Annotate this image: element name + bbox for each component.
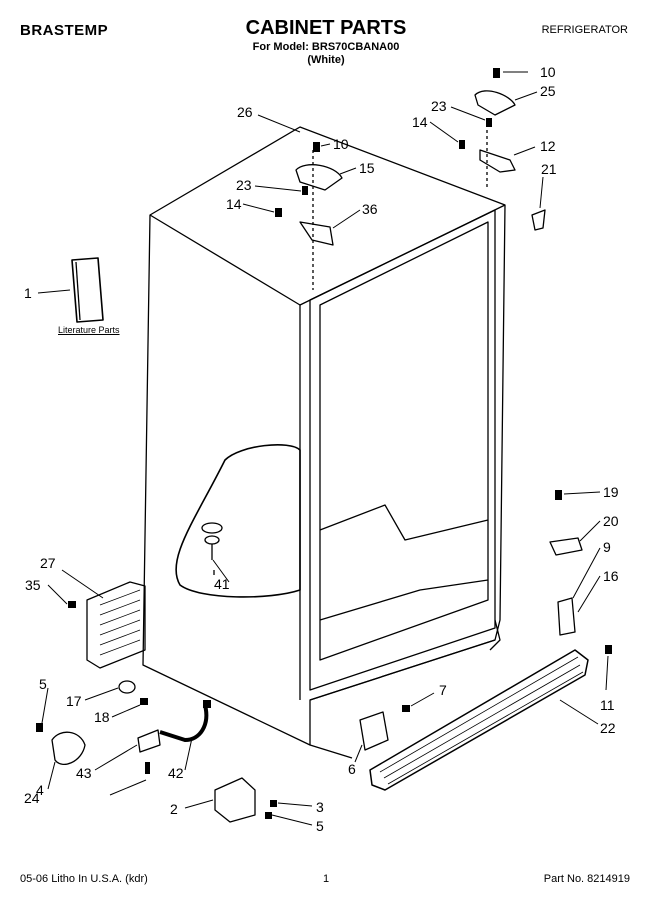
bracket-9	[557, 597, 576, 636]
cabinet-outline	[142, 126, 506, 746]
footer-page-number: 1	[323, 873, 330, 885]
callout-35: 35	[25, 577, 41, 593]
callout-14a: 14	[412, 114, 428, 130]
callout-3: 3	[316, 799, 324, 815]
category-label: REFRIGERATOR	[541, 24, 628, 36]
callout-36: 36	[362, 201, 378, 217]
callout-41: 41	[214, 576, 230, 592]
callout-6: 6	[348, 761, 356, 777]
rear-grille	[86, 581, 146, 669]
hinge-cover-left	[295, 164, 343, 191]
cabinet-top-edge	[149, 204, 506, 306]
callout-1: 1	[24, 285, 32, 301]
bracket-20	[549, 537, 583, 556]
callout-11: 11	[600, 697, 615, 713]
callout-24: 24	[24, 790, 40, 806]
brand-logo: BRASTEMP	[20, 22, 109, 39]
cabinet-front-opening	[309, 209, 496, 691]
callout-16: 16	[603, 568, 619, 584]
callout-9: 9	[603, 539, 611, 555]
callout-5a: 5	[39, 676, 47, 692]
callout-5b: 5	[316, 818, 324, 834]
color-line: (White)	[307, 54, 345, 66]
page-title: CABINET PARTS	[245, 17, 407, 39]
hinge-cover-right	[474, 90, 516, 116]
cutaway-panel	[175, 444, 301, 598]
callout-27: 27	[40, 555, 56, 571]
callout-23a: 23	[431, 98, 447, 114]
callout-43: 43	[76, 765, 92, 781]
callout-18: 18	[94, 709, 110, 725]
callout-25: 25	[540, 83, 556, 99]
model-line: For Model: BRS70CBANA00	[252, 41, 400, 53]
callout-15: 15	[359, 160, 375, 176]
footer-part-number: Part No. 8214919	[543, 873, 630, 885]
callout-12: 12	[540, 138, 556, 154]
screw-10a	[493, 68, 500, 78]
hinge-left	[299, 221, 334, 246]
callout-4: 4	[36, 782, 44, 798]
callout-10a: 10	[540, 64, 556, 80]
callout-19: 19	[603, 484, 619, 500]
callout-7: 7	[439, 682, 447, 698]
callout-2: 2	[170, 801, 178, 817]
literature-parts-link[interactable]: Literature Parts	[58, 325, 120, 335]
callout-17: 17	[66, 693, 82, 709]
footer-litho: 05-06 Litho In U.S.A. (kdr)	[20, 873, 148, 885]
tube-clamp	[137, 729, 161, 753]
clip-21	[531, 209, 546, 231]
hinge-right	[479, 149, 516, 173]
callout-23b: 23	[236, 177, 252, 193]
callout-14b: 14	[226, 196, 242, 212]
literature-booklet	[71, 257, 104, 323]
callout-26: 26	[237, 104, 253, 120]
toe-grille	[369, 649, 589, 791]
callout-20: 20	[603, 513, 619, 529]
drain-fitting	[201, 522, 223, 534]
clip-17	[118, 680, 136, 694]
callout-22: 22	[600, 720, 616, 736]
callout-42: 42	[168, 765, 184, 781]
callout-21: 21	[541, 161, 557, 177]
leveling-leg	[214, 777, 256, 823]
roller-assembly	[359, 711, 389, 751]
water-valve	[51, 731, 86, 765]
callout-10b: 10	[333, 136, 349, 152]
